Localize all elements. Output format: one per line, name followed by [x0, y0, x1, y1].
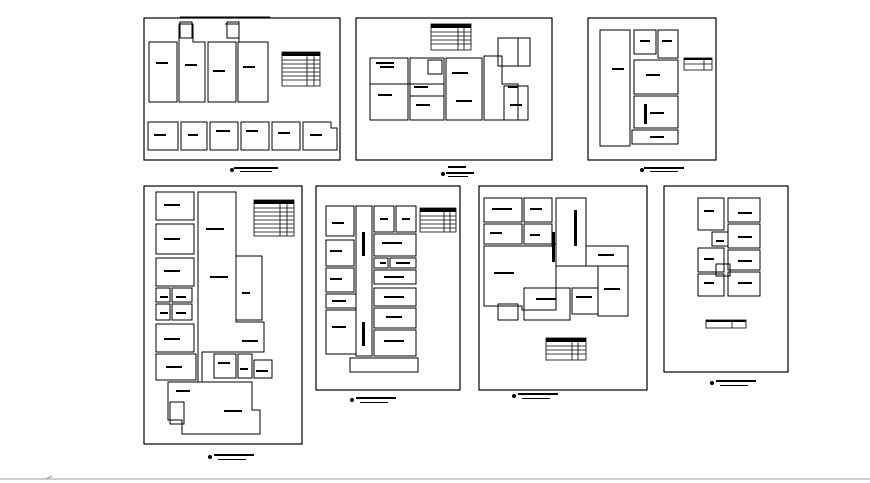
floor-plan-sheet-6	[478, 185, 648, 391]
legend-table	[545, 337, 587, 361]
caption-sheet-5	[350, 397, 396, 403]
floor-plan-sheet-7	[663, 185, 789, 373]
sheet-border	[587, 17, 717, 161]
caption-sheet-4	[208, 454, 254, 460]
caption-sheet-2	[441, 166, 474, 177]
caption-sheet-7	[710, 380, 756, 386]
floor-plan-sheet-4	[143, 185, 303, 445]
legend-table	[683, 57, 713, 71]
legend-table	[419, 207, 457, 233]
caption-sheet-3	[640, 167, 684, 172]
floor-plan-sheet-5	[315, 185, 461, 391]
floor-plan-sheet-3	[587, 17, 717, 161]
caption-sheet-6	[512, 393, 558, 399]
floor-plan-sheet-1	[143, 16, 341, 161]
legend-table	[430, 23, 472, 51]
legend-table	[253, 199, 295, 237]
caption-sheet-1	[230, 167, 278, 172]
sheet-border	[663, 185, 789, 373]
floor-plan-sheet-2	[355, 17, 553, 161]
sheet-border	[143, 17, 341, 161]
sheet-border	[355, 17, 553, 161]
legend-table	[705, 319, 747, 329]
legend-table	[281, 51, 321, 87]
